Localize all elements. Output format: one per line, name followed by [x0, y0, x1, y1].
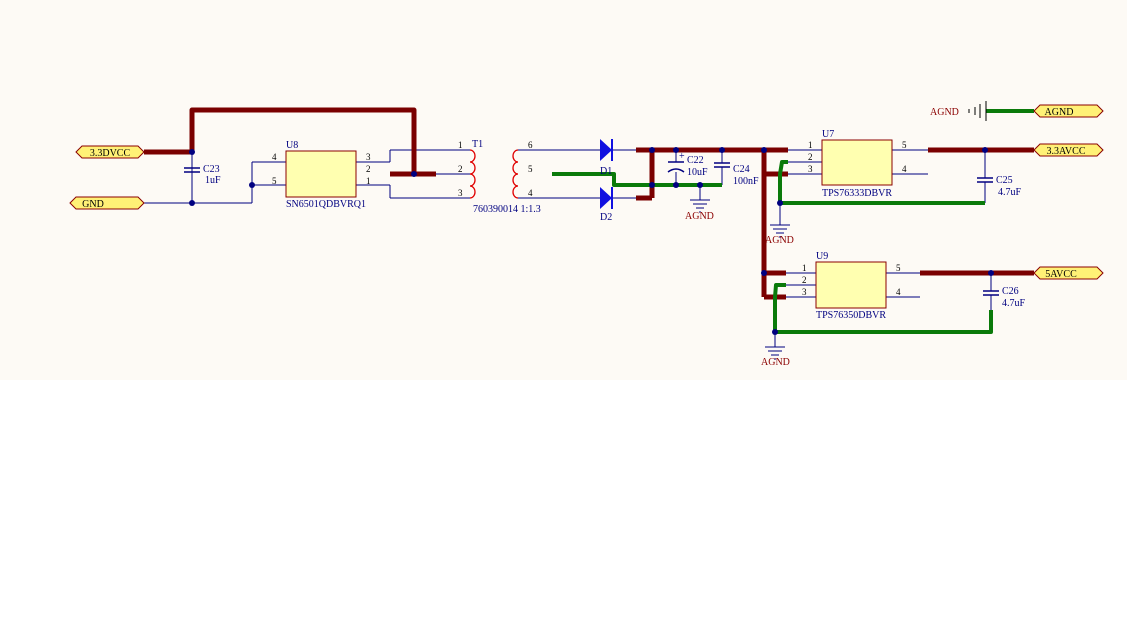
t1-pin-4: 4	[528, 188, 533, 198]
u8-pin-5: 5	[272, 176, 277, 186]
c25-value: 4.7uF	[998, 187, 1022, 198]
t1-part: 760390014 1:1.3	[473, 204, 541, 215]
ground-label-2: AGND	[765, 235, 794, 246]
t1-pin-2: 2	[458, 164, 463, 174]
port-gnd: GND	[69, 196, 145, 210]
c23-ref: C23	[203, 164, 220, 175]
port-agnd-label: AGND	[1045, 107, 1074, 118]
c22-ref: C22	[687, 155, 704, 166]
agnd-symbol-label: AGND	[930, 107, 959, 118]
capacitor-c22: + C22 10uF	[667, 151, 708, 178]
u7-pin-5: 5	[902, 140, 907, 150]
capacitor-c26: C26 4.7uF	[983, 286, 1026, 309]
ground-symbol-2: AGND	[765, 224, 794, 246]
t1-ref: T1	[472, 139, 483, 150]
d2-ref: D2	[600, 212, 612, 223]
t1-pin-3: 3	[458, 188, 463, 198]
u8-ref: U8	[286, 140, 298, 151]
port-3.3avcc-label: 3.3AVCC	[1047, 146, 1086, 157]
port-gnd-label: GND	[82, 199, 104, 210]
c26-value: 4.7uF	[1002, 298, 1026, 309]
u9-pin-1: 1	[802, 263, 807, 273]
signal-wires	[144, 110, 1034, 347]
capacitor-c25: C25 4.7uF	[977, 175, 1022, 198]
u7-ref: U7	[822, 129, 834, 140]
port-agnd: AGND	[1033, 104, 1104, 118]
u9-pin-4: 4	[896, 287, 901, 297]
capacitor-c24: C24 100nF	[714, 162, 759, 187]
junction-dots	[189, 147, 994, 335]
c22-value: 10uF	[687, 167, 708, 178]
ground-symbol-3: AGND	[761, 346, 790, 368]
u7-pin-2: 2	[808, 152, 813, 162]
ground-wires	[552, 109, 1034, 334]
u9-pin-2: 2	[802, 275, 807, 285]
agnd-power-symbol: AGND	[930, 101, 987, 121]
c24-ref: C24	[733, 164, 750, 175]
port-5avcc: 5AVCC	[1033, 266, 1104, 280]
c22-plus: +	[679, 151, 685, 162]
d1-ref: D1	[600, 166, 612, 177]
ground-label-1: AGND	[685, 211, 714, 222]
u8-part: SN6501QDBVRQ1	[286, 199, 366, 210]
t1-pin-5: 5	[528, 164, 533, 174]
ic-u9: U9 TPS76350DBVR 1 2 3 5 4	[802, 251, 901, 321]
u8-pin-3: 3	[366, 152, 371, 162]
port-5avcc-label: 5AVCC	[1045, 269, 1077, 280]
u7-part: TPS76333DBVR	[822, 188, 892, 199]
u7-pin-3: 3	[808, 164, 813, 174]
port-3.3dvcc: 3.3DVCC	[75, 145, 145, 159]
u9-ref: U9	[816, 251, 828, 262]
t1-pin-6: 6	[528, 140, 533, 150]
capacitor-c23: C23 1uF	[184, 164, 221, 186]
diode-d2: D2	[600, 187, 613, 223]
transformer-t1: T1 1 2 3 6 5 4 760390014 1:1.3	[458, 139, 541, 215]
u9-part: TPS76350DBVR	[816, 310, 886, 321]
u7-pin-4: 4	[902, 164, 907, 174]
c25-ref: C25	[996, 175, 1013, 186]
u8-pin-1: 1	[366, 176, 371, 186]
c24-value: 100nF	[733, 176, 759, 187]
u8-pin-4: 4	[272, 152, 277, 162]
schematic-sheet	[0, 0, 1127, 380]
t1-pin-1: 1	[458, 140, 463, 150]
u9-pin-3: 3	[802, 287, 807, 297]
ground-label-3: AGND	[761, 357, 790, 368]
c26-ref: C26	[1002, 286, 1019, 297]
port-3.3avcc: 3.3AVCC	[1033, 143, 1104, 157]
u7-pin-1: 1	[808, 140, 813, 150]
ground-symbol-1: AGND	[685, 199, 714, 222]
u8-pin-2: 2	[366, 164, 371, 174]
ic-u7: U7 TPS76333DBVR 1 2 3 5 4	[808, 129, 907, 199]
u9-pin-5: 5	[896, 263, 901, 273]
ic-u8: U8 SN6501QDBVRQ1 4 5 3 2 1	[272, 140, 371, 210]
diode-d1: D1	[600, 139, 613, 177]
port-3.3dvcc-label: 3.3DVCC	[90, 148, 131, 159]
c23-value: 1uF	[205, 175, 221, 186]
